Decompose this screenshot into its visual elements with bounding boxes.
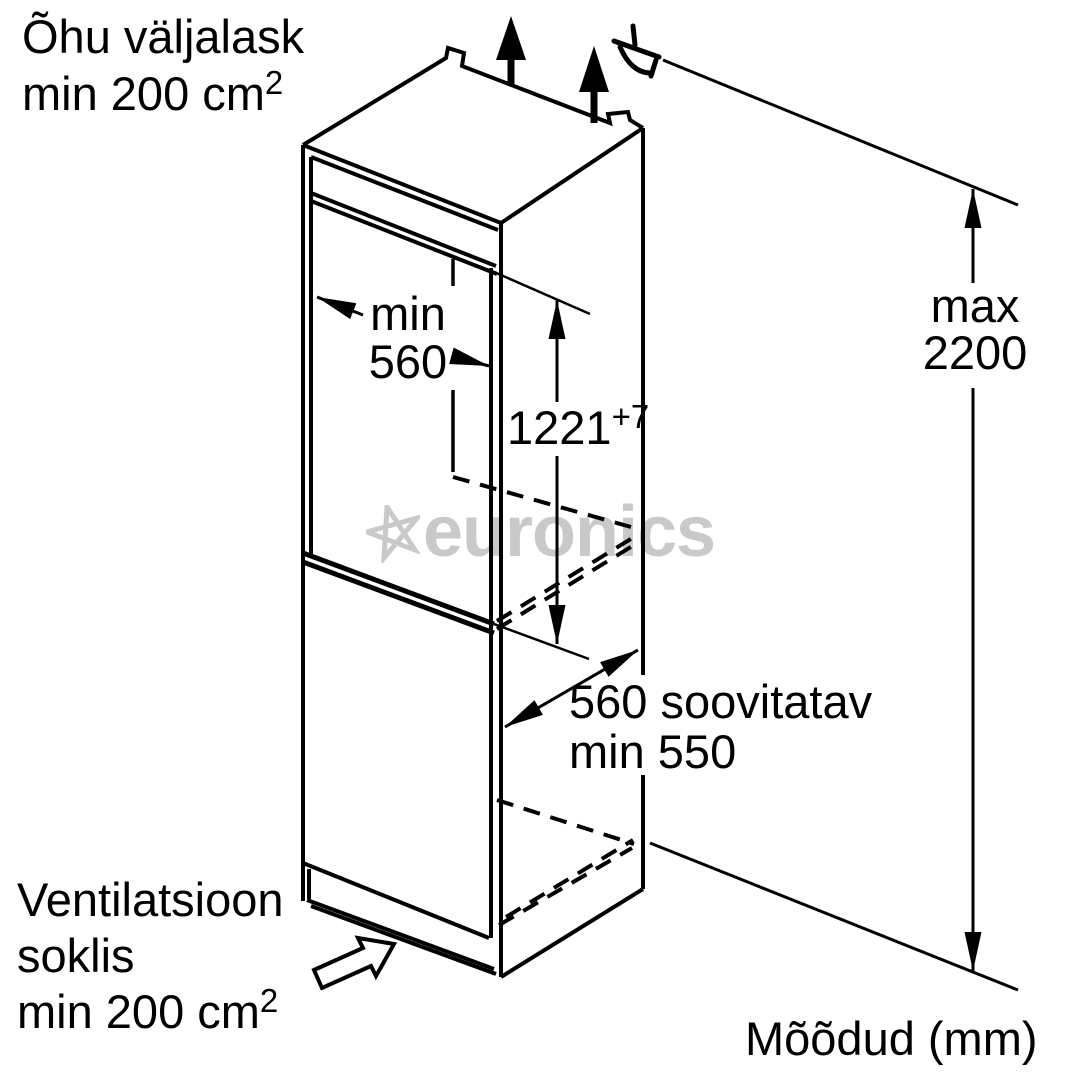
- airflow-up-arrows-icon: [496, 16, 609, 123]
- hidden-edges-dashed: [452, 475, 636, 927]
- niche-width-label: min 560: [368, 287, 448, 388]
- dimension-lines: [316, 58, 1019, 992]
- plinth-vent-arrow-icon: [311, 935, 398, 991]
- cabinet-outline: [301, 45, 645, 979]
- units-label: Mõõdud (mm): [745, 1012, 1038, 1065]
- air-outlet-label: Õhu väljalask min 200 cm2: [22, 8, 304, 127]
- superscript: 2: [264, 64, 284, 101]
- air-outlet-line1: Õhu väljalask: [22, 10, 305, 63]
- max-height-label: max 2200: [922, 279, 1028, 379]
- airflow-curve-icon: [611, 23, 662, 79]
- air-outlet-line2: min 200 cm2: [22, 64, 284, 120]
- dimension-min-560: [316, 295, 364, 320]
- niche-height-label: 1221+7: [507, 398, 650, 454]
- superscript: 2: [259, 982, 279, 1019]
- extension-lines: [493, 270, 591, 661]
- dimension-depth: [504, 648, 639, 729]
- tolerance-superscript: +7: [611, 398, 650, 435]
- watermark-star-icon: [366, 505, 420, 563]
- plinth-vent-label: Ventilatsioon soklis min 200 cm2: [17, 873, 284, 1038]
- depth-label: 560 soovitatav min 550: [569, 675, 873, 778]
- dimension-min-560: [449, 347, 490, 368]
